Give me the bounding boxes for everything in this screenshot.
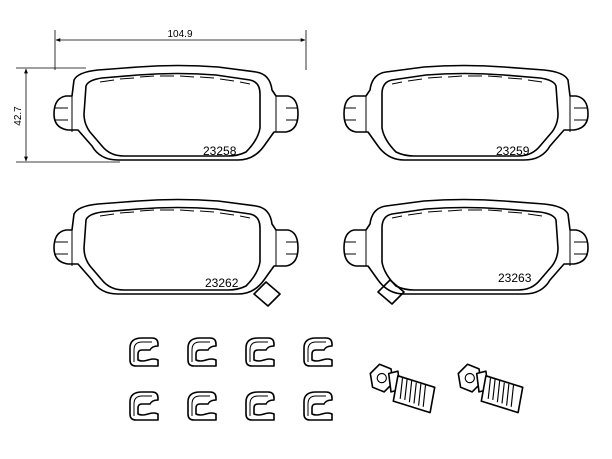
clip-6	[187, 391, 217, 421]
pad-1-part-number: 23258	[203, 144, 237, 158]
brake-pad-3	[53, 198, 299, 295]
clip-7	[245, 391, 275, 421]
height-dimension: 42.7	[13, 67, 120, 163]
clip-5	[129, 391, 159, 421]
brake-pad-4	[343, 198, 589, 295]
brake-pad-2	[343, 64, 589, 161]
pad-2-part-number: 23259	[496, 144, 530, 158]
width-dimension-label: 104.9	[167, 29, 192, 40]
guide-bolt-2	[457, 363, 524, 414]
pad-3-part-number: 23262	[205, 276, 239, 290]
clip-4	[303, 337, 333, 367]
height-dimension-label: 42.7	[13, 106, 24, 126]
pad-4-part-number: 23263	[498, 271, 532, 285]
clip-8	[303, 391, 333, 421]
pad-4-wear-sensor	[377, 279, 405, 305]
brake-pad-1	[53, 64, 299, 161]
pad-3-wear-sensor	[253, 281, 281, 307]
clip-3	[245, 337, 275, 367]
guide-bolt-1	[369, 363, 436, 414]
clip-1	[129, 337, 159, 367]
width-dimension: 104.9	[54, 29, 307, 70]
clip-2	[187, 337, 217, 367]
